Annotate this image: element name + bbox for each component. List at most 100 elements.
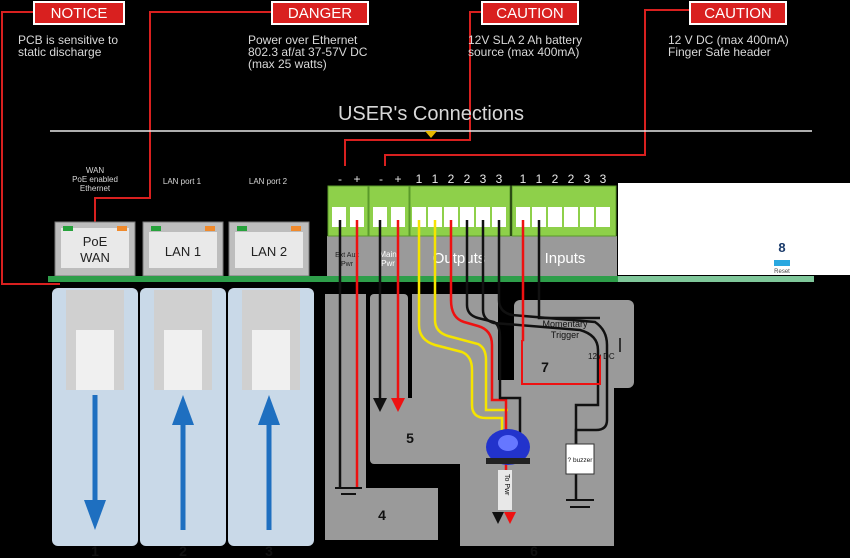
notice-callout-line	[1, 11, 60, 285]
arrow-down-icon	[84, 500, 106, 530]
input-pin-label: 2	[568, 172, 575, 186]
notice-badge: NOTICE	[33, 1, 125, 25]
caution2-desc-line: Finger Safe header	[668, 45, 771, 59]
section-number-4: 4	[378, 507, 386, 523]
main-section-label: Main	[379, 250, 396, 259]
danger-desc-line: 802.3 af/at 37-57V DC	[248, 45, 368, 59]
wan-port-label: PoE	[83, 234, 108, 249]
wan-port-label: WAN	[80, 250, 110, 265]
section-number-5: 5	[406, 430, 414, 446]
main-power-terminal[interactable]	[368, 185, 410, 237]
lan2-caption: LAN port 2	[249, 177, 288, 186]
wan-jack[interactable]: PoE WAN	[54, 221, 136, 277]
lan2-port-label: LAN 2	[251, 244, 287, 259]
pcb-green-edge-faded	[618, 276, 814, 282]
panel-4	[325, 294, 438, 540]
caution2-desc-line: 12 V DC (max 400mA)	[668, 33, 789, 47]
wan-caption-line: Ethernet	[80, 184, 111, 193]
buzzer-cap-icon	[566, 499, 594, 508]
arrow-up-icon	[172, 395, 194, 425]
arrow-down-icon	[373, 398, 387, 412]
aux-section-label: Pwr	[341, 261, 354, 268]
wan-caption-line: PoE enabled	[72, 175, 118, 184]
strobe-light-icon	[486, 429, 530, 465]
arrow-down-icon	[504, 512, 516, 524]
panel-6	[412, 294, 614, 546]
output-pin-label: 1	[432, 172, 439, 186]
input-pin-label: 2	[552, 172, 559, 186]
notice-desc-line: PCB is sensitive to	[18, 33, 118, 47]
caution2-callout-line	[384, 9, 690, 166]
input-pin-label: 1	[536, 172, 543, 186]
section-number-2: 2	[179, 543, 187, 558]
inputs-terminal[interactable]	[511, 185, 617, 237]
header-pointer-icon	[425, 131, 437, 138]
output-pin-label: 2	[448, 172, 455, 186]
battery-label: 12v DC	[588, 352, 615, 361]
input-pin-label: 1	[520, 172, 527, 186]
danger-callout-line	[94, 11, 272, 228]
danger-badge-label: DANGER	[288, 5, 352, 22]
terminal-label-strip	[327, 236, 617, 276]
buzzer-label: ? buzzer	[568, 457, 594, 464]
aux-section-label: Ext Aux	[335, 252, 359, 259]
danger-badge: DANGER	[271, 1, 369, 25]
output-pin-label: 1	[416, 172, 423, 186]
section-number-7: 7	[541, 359, 549, 375]
lan1-port-label: LAN 1	[165, 244, 201, 259]
danger-desc-line: Power over Ethernet	[248, 33, 358, 47]
panel-7	[514, 300, 634, 388]
main-pin-label: +	[394, 172, 401, 186]
section-number-3: 3	[265, 543, 273, 558]
lan1-jack[interactable]: LAN 1	[142, 221, 224, 277]
section-number-6: 6	[530, 543, 538, 558]
notice-desc-line: static discharge	[18, 45, 102, 59]
callout-lines	[1, 9, 690, 285]
main-section-label: Pwr	[381, 259, 395, 268]
input-pin-label: 3	[600, 172, 607, 186]
board-edge-area	[618, 183, 850, 275]
input-pin-label: 3	[584, 172, 591, 186]
header-title: USER's Connections	[338, 103, 524, 125]
buzzer-box	[565, 443, 595, 475]
main-pin-label: -	[379, 172, 383, 186]
inputs-section-label: Inputs	[545, 250, 586, 267]
output-pin-label: 3	[496, 172, 503, 186]
lan1-caption: LAN port 1	[163, 177, 202, 186]
section-number-1: 1	[91, 543, 99, 558]
outputs-terminal[interactable]	[409, 185, 511, 237]
battery-icon	[335, 487, 362, 495]
aux-power-terminal[interactable]	[327, 185, 369, 237]
to-pwr-label: To Pwr	[503, 474, 510, 496]
caution2-badge-label: CAUTION	[704, 5, 772, 22]
arrow-up-icon	[258, 395, 280, 425]
caution2-badge: CAUTION	[689, 1, 787, 25]
pcb-green-edge	[48, 276, 618, 282]
panel-5-top	[370, 294, 408, 408]
output-pin-label: 3	[480, 172, 487, 186]
reset-label: Reset	[774, 269, 790, 275]
caution1-badge-label: CAUTION	[496, 5, 564, 22]
caution1-callout-line	[344, 11, 483, 166]
arrow-down-icon	[391, 398, 405, 412]
notice-badge-label: NOTICE	[51, 5, 108, 22]
caution1-desc-line: source (max 400mA)	[468, 45, 579, 59]
lan2-jack[interactable]: LAN 2	[228, 221, 310, 277]
danger-desc-line: (max 25 watts)	[248, 57, 327, 71]
cable-panel-2	[140, 288, 226, 546]
trigger-label: Trigger	[551, 330, 579, 340]
arrow-down-icon	[492, 512, 504, 524]
reset-number: 8	[778, 240, 785, 255]
wan-caption-line: WAN	[86, 166, 105, 175]
to-pwr-tag	[498, 470, 512, 510]
outputs-section-label: Outputs	[433, 250, 486, 267]
aux-pin-label: +	[353, 172, 360, 186]
cable-panel-3	[228, 288, 314, 546]
output-pin-label: 2	[464, 172, 471, 186]
reset-button[interactable]	[774, 260, 790, 266]
caution1-desc-line: 12V SLA 2 Ah battery	[468, 33, 582, 47]
trigger-label: Momentary	[542, 319, 588, 329]
aux-pin-label: -	[338, 172, 342, 186]
